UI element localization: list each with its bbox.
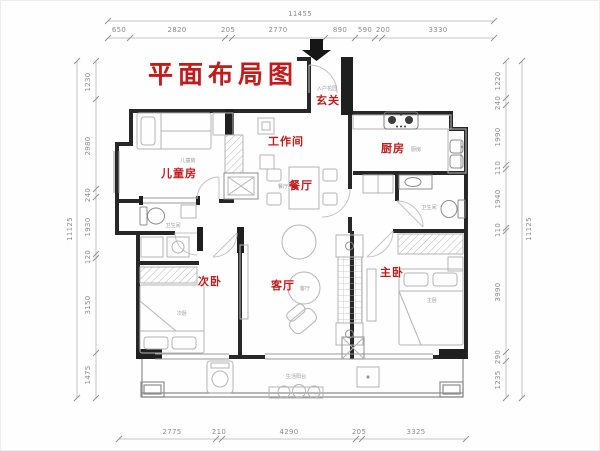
room-sublabel-dining: 餐厅: [277, 183, 289, 190]
dim-top-seg-5: 590: [357, 26, 373, 34]
entry-direction-arrow-icon: [302, 39, 331, 61]
room-sublabel-children-room: 儿童房: [180, 157, 196, 164]
dim-left-seg-2: 240: [84, 187, 92, 203]
room-label-second-bedroom: 次卧: [198, 275, 222, 288]
doors: [174, 64, 424, 258]
dim-bottom-seg-1: 210: [211, 428, 227, 436]
dim-left-seg-5: 3150: [84, 295, 92, 315]
living-rug-top: [281, 224, 317, 260]
room-label-entry: 玄关: [316, 94, 340, 107]
vestibule-cabinet: [140, 236, 164, 258]
dim-right-seg-7: 290: [494, 349, 502, 365]
kitchen-sink-icon: [449, 139, 464, 169]
room-label-children-room: 儿童房: [161, 167, 197, 180]
wall-columns: [136, 57, 466, 359]
workroom-chair: [259, 154, 275, 170]
dim-left-seg-6: 1475: [84, 365, 92, 385]
room-sublabel-bathroom-left: 卫生间: [165, 222, 181, 229]
dim-bottom-seg-0: 2775: [162, 428, 182, 436]
utility-box: [223, 172, 259, 200]
room-sublabel-entry-garden: 入户花园: [316, 85, 338, 92]
dim-right-seg-4: 1940: [494, 189, 502, 209]
master-tv-cabinet: [366, 268, 377, 322]
master-wardrobe: [397, 233, 464, 255]
room-label-workroom: 工作间: [268, 135, 304, 148]
kitchen-closet: [362, 174, 394, 194]
dim-right-seg-0: 1220: [494, 71, 502, 91]
dim-left-total: 11125: [66, 217, 74, 241]
room-label-living-room: 客厅: [271, 279, 295, 292]
dimension-lines: [76, 20, 523, 440]
living-table: [287, 271, 321, 305]
dim-right-total: 11125: [525, 217, 533, 241]
armchair: [286, 303, 317, 335]
dim-left-seg-3: 1930: [84, 217, 92, 237]
dim-right-seg-1: 240: [494, 95, 502, 111]
dim-top-total: 11455: [288, 10, 312, 18]
master-nightstand: [447, 256, 464, 272]
dim-right-seg-3: 110: [494, 160, 502, 176]
hall-cabinet: [224, 134, 244, 174]
room-sublabel-master-bedroom: 主卧: [426, 297, 438, 304]
dim-right-seg-2: 1990: [494, 127, 502, 147]
dim-top-seg-1: 2820: [167, 26, 187, 34]
room-sublabel-kitchen: 厨房: [410, 146, 422, 153]
dim-top-seg-0: 650: [111, 26, 127, 34]
washing-machine-icon: [206, 360, 234, 394]
dim-top-seg-3: 2770: [268, 26, 288, 34]
workroom-desk: [257, 117, 275, 135]
room-sublabel-balcony: 生活阳台: [285, 373, 307, 380]
dim-left-seg-4: 120: [84, 249, 92, 265]
master-bed: [398, 268, 464, 346]
second-wardrobe: [139, 266, 198, 284]
dimension-ticks: [73, 17, 526, 443]
second-bed: [139, 284, 205, 354]
page-title: 平面布局图: [148, 60, 299, 89]
dim-bottom-seg-4: 3325: [406, 428, 426, 436]
vestibule-basin: [166, 236, 190, 258]
room-sublabel-second-bedroom: 次卧: [176, 310, 188, 317]
dim-left-seg-0: 1230: [84, 72, 92, 92]
dim-left-seg-1: 2980: [84, 136, 92, 156]
dim-top-seg-7: 3330: [428, 26, 448, 34]
bath-left-sink-icon: [180, 204, 197, 219]
toilet-left-icon: [139, 206, 165, 226]
dim-bottom-seg-2: 4290: [279, 428, 299, 436]
workroom-desk-inner: [261, 121, 271, 131]
dim-right-seg-5: 110: [494, 222, 502, 238]
balcony-table: [356, 366, 380, 388]
dim-right-seg-6: 3990: [494, 282, 502, 302]
furniture: [136, 111, 467, 399]
toilet-right-icon: [440, 199, 466, 219]
children-bed: [136, 112, 212, 150]
tv-cabinet: [239, 244, 249, 320]
dim-bottom-seg-3: 205: [351, 428, 367, 436]
room-label-master-bedroom: 主卧: [380, 266, 404, 279]
room-label-dining: 餐厅: [289, 179, 313, 192]
children-cabinet: [212, 112, 234, 136]
stove-icon: [383, 111, 419, 130]
dim-top-seg-6: 200: [375, 26, 391, 34]
balcony-plants-icon: [268, 384, 324, 399]
room-label-kitchen: 厨房: [381, 142, 405, 155]
washbasin-right-icon: [398, 174, 433, 190]
sofa: [335, 234, 364, 346]
dim-top-seg-4: 890: [332, 26, 348, 34]
dining-table-set: [266, 166, 338, 210]
room-sublabel-living-room: 客厅: [299, 285, 311, 292]
dim-top-seg-2: 205: [220, 26, 236, 34]
balcony-structure: [140, 359, 464, 398]
shaft-box-bottom: [341, 336, 365, 360]
room-sublabel-bathroom-right: 卫生间: [421, 204, 437, 211]
dim-right-seg-8: 1235: [494, 370, 502, 390]
